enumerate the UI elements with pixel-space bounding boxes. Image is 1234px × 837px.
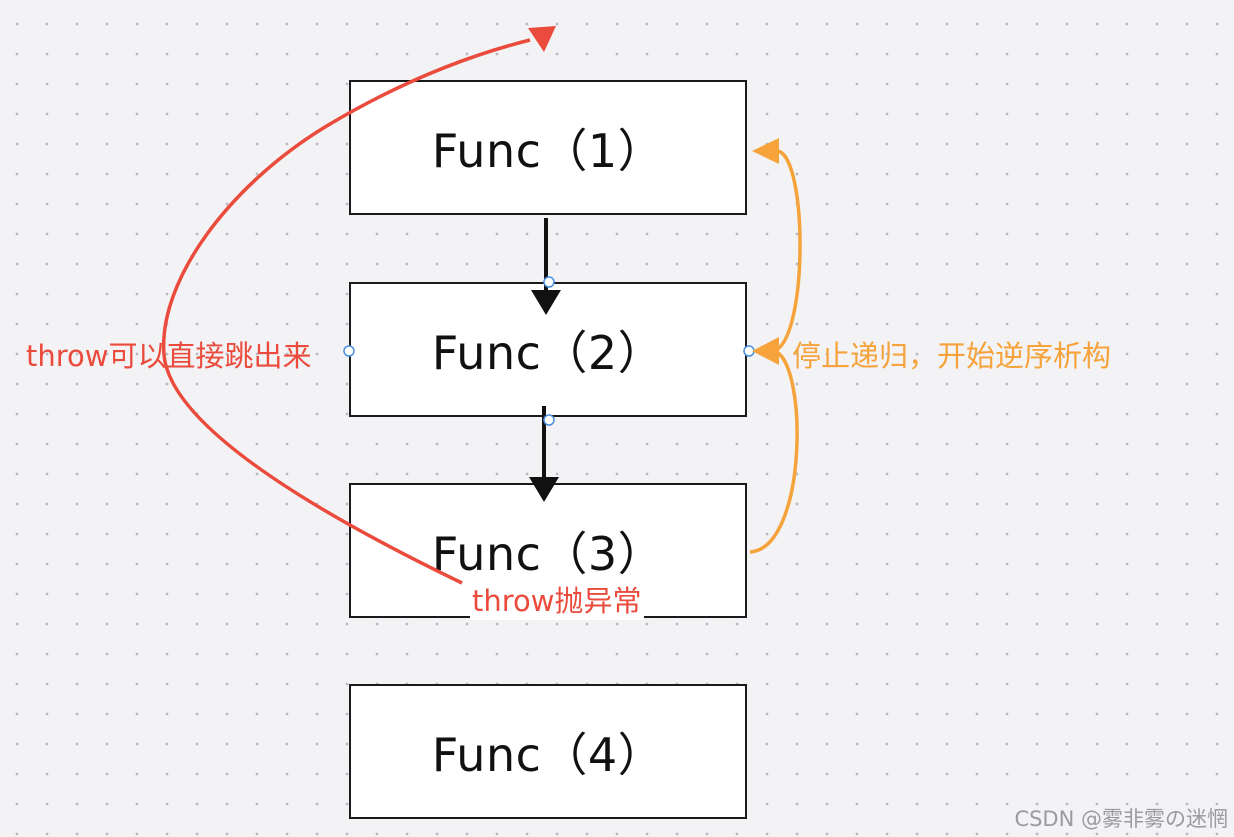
destruct-arrow-lower[interactable] [749,349,799,554]
csdn-watermark: CSDN @雾非雾の迷惘 [1014,807,1228,831]
destruct-arrow-upper[interactable] [773,149,802,353]
func-4-label: Func（4） [431,727,665,782]
anchor-handle[interactable] [343,345,355,357]
throw-jump-curve[interactable] [161,38,531,585]
func-1-box[interactable]: Func（1） [349,80,747,215]
func-1-label: Func（1） [431,123,665,178]
call-arrow-2-3-head [529,477,559,502]
anchor-handle[interactable] [543,414,555,426]
throw-arrowhead [528,26,556,52]
throw-exception-note: throw抛异常 [470,578,644,620]
anchor-handle[interactable] [543,276,555,288]
call-arrow-1-2-head [531,290,561,315]
destruct-note: 停止递归，开始逆序析构 [792,339,1112,373]
destruct-arrowhead-1 [752,138,779,164]
func-4-box[interactable]: Func（4） [349,684,747,819]
destruct-arrowhead-2 [752,337,779,365]
func-2-label: Func（2） [431,325,665,380]
throw-jump-note: throw可以直接跳出来 [26,339,312,373]
func-3-label: Func（3） [431,526,665,581]
